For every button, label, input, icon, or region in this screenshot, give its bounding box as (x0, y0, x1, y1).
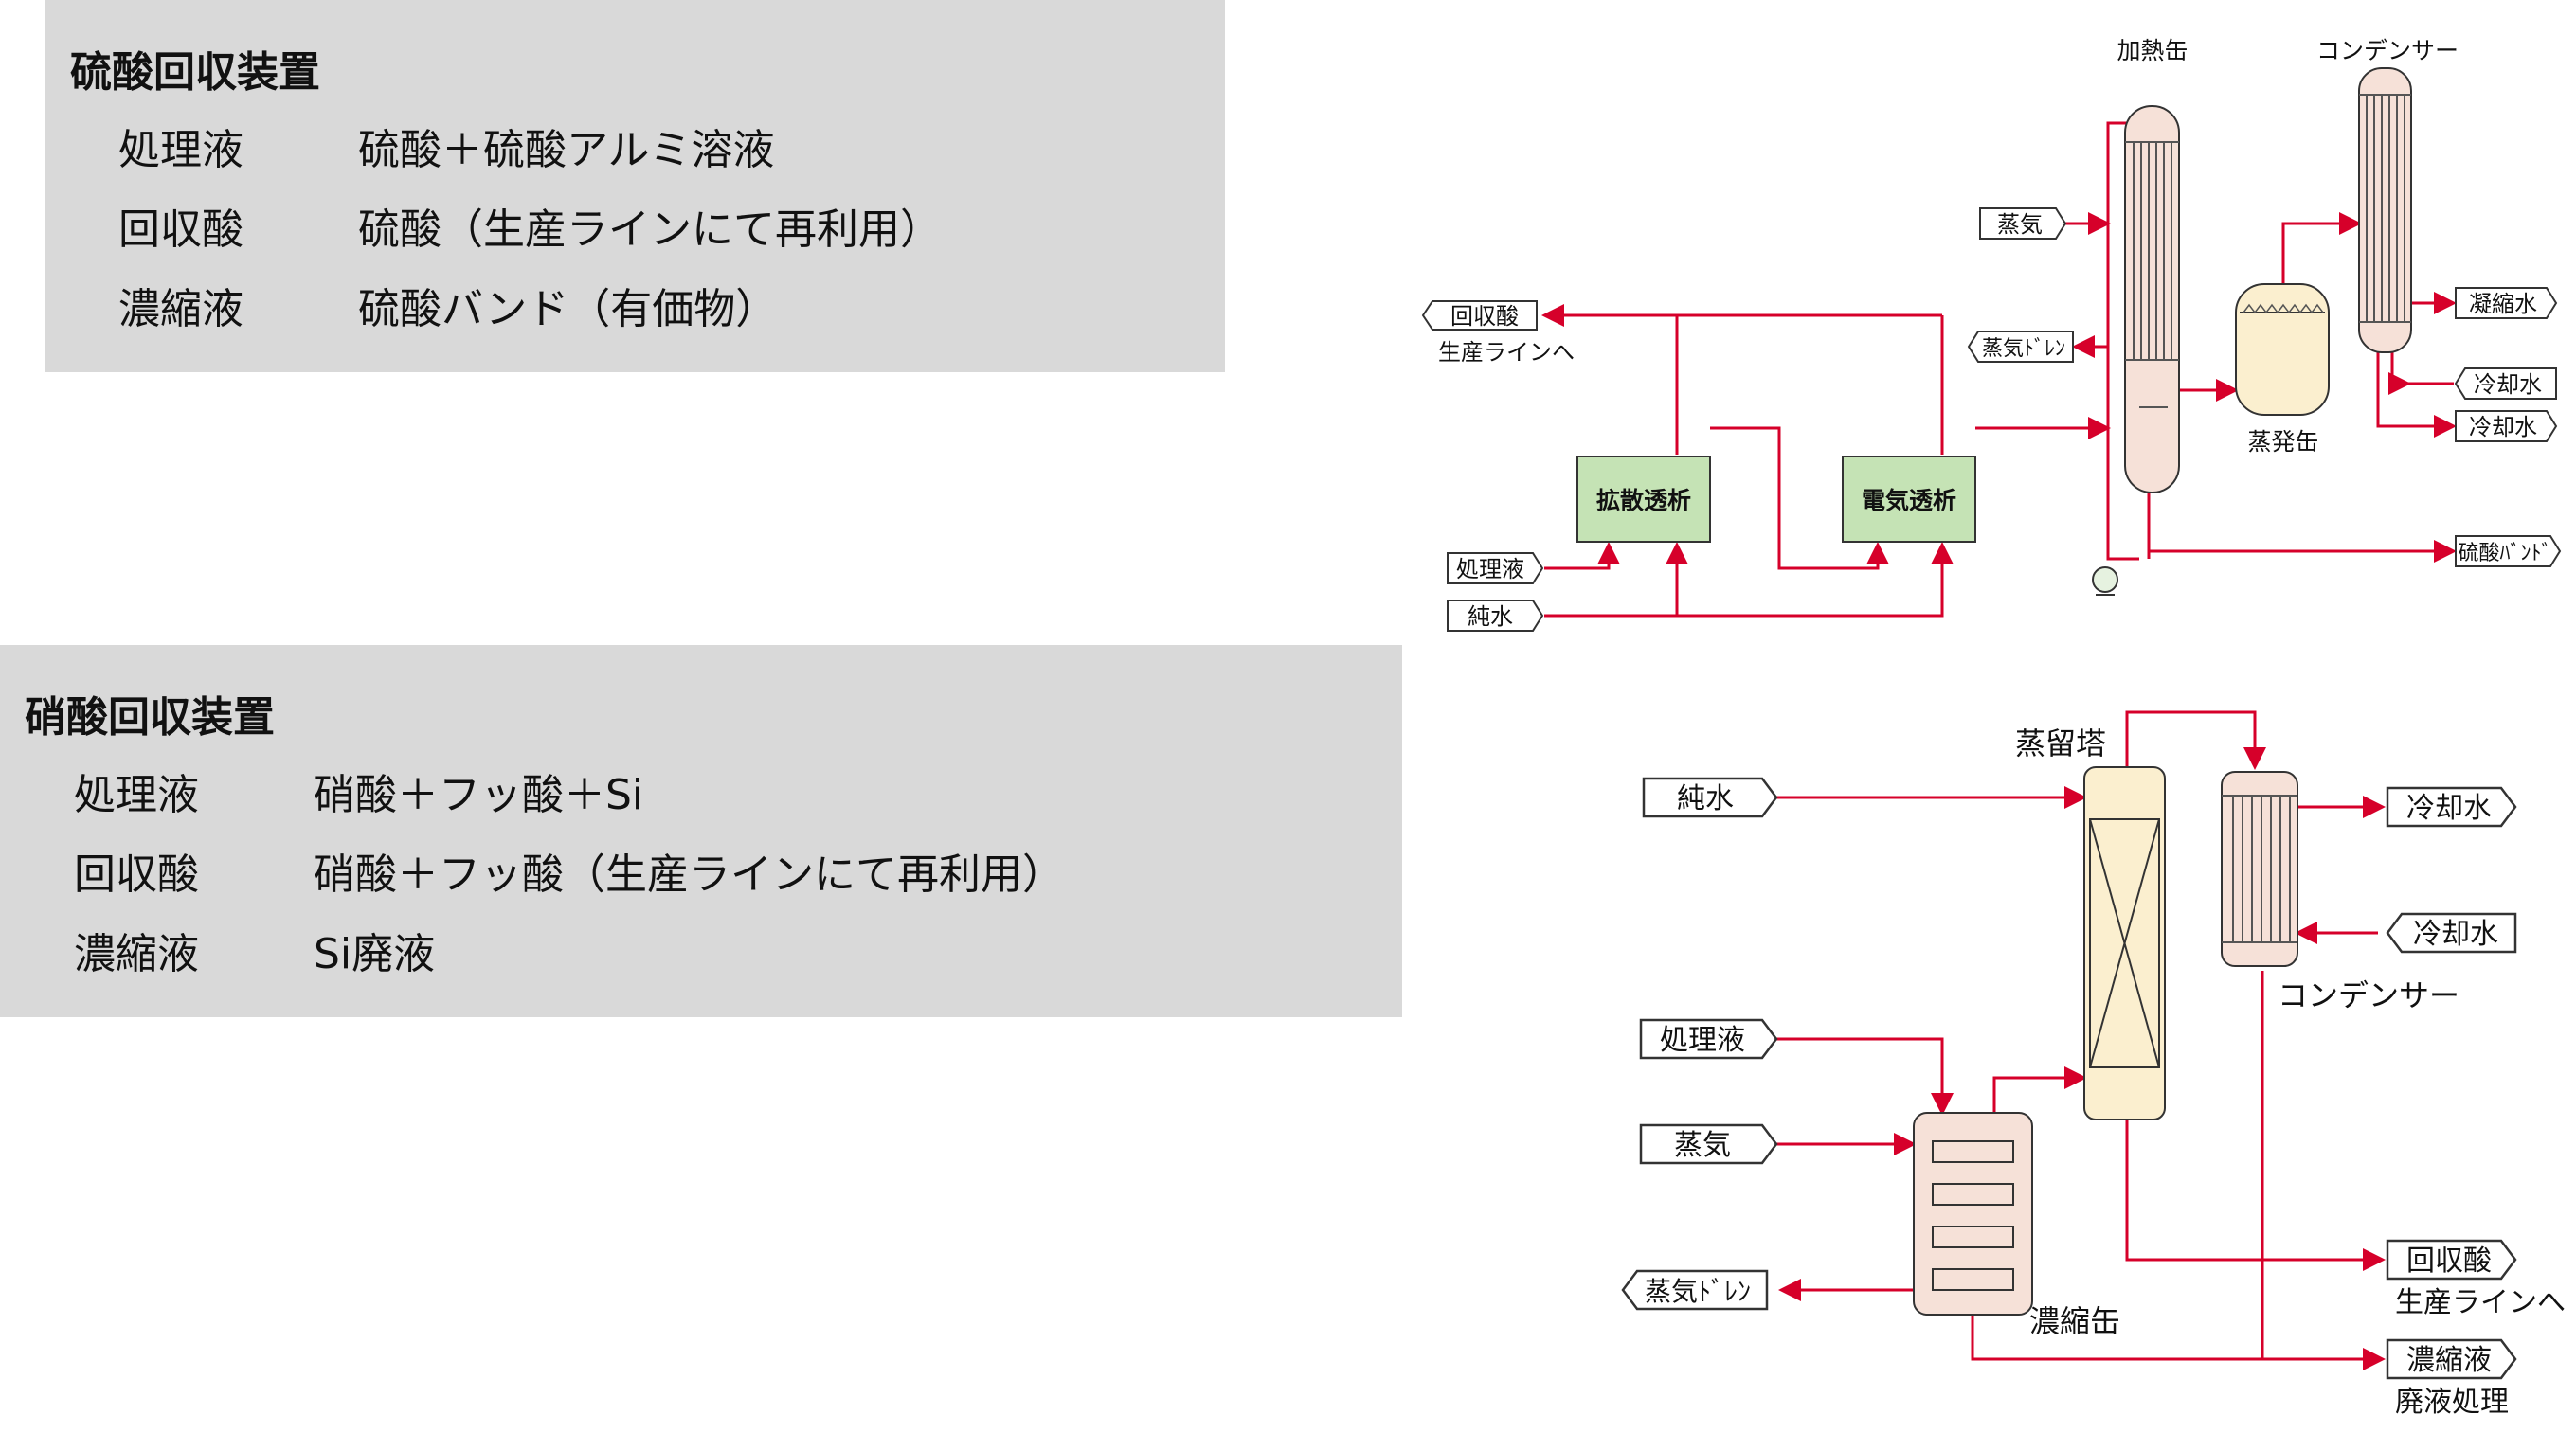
svg-text:処理液: 処理液 (1660, 1024, 1745, 1057)
pump-icon (2092, 566, 2118, 596)
row-value: 硫酸＋硫酸アルミ溶液 (358, 126, 775, 174)
row-label: 回収酸 (118, 206, 243, 254)
tag-nitric-concentrate: 濃縮液 廃液処理 (2386, 1338, 2517, 1419)
sulfuric-row-concentrate: 濃縮液 硫酸バンド（有価物） (118, 275, 777, 335)
nitric-condenser-label: コンデンサー (2278, 977, 2459, 1013)
diffusion-dialysis-unit: 拡散透析 (1576, 456, 1711, 543)
tag-sulfate-band: 硫酸ﾊﾞﾝﾄﾞ (2455, 535, 2562, 567)
svg-text:処理液: 処理液 (1456, 556, 1524, 582)
svg-text:純水: 純水 (1468, 603, 1513, 630)
tag-steam-drain: 蒸気ﾄﾞﾚﾝ (1967, 331, 2074, 363)
tag-nitric-concentrate-sub: 廃液処理 (2395, 1386, 2509, 1419)
sulfuric-row-process: 処理液 硫酸＋硫酸アルミ溶液 (118, 116, 775, 176)
row-label: 濃縮液 (118, 285, 243, 333)
nitric-row-recovered: 回収酸 硝酸＋フッ酸（生産ラインにて再利用） (74, 840, 1064, 901)
tag-pure-water: 純水 (1447, 600, 1544, 632)
nitric-condenser-vessel (2221, 771, 2298, 967)
svg-text:冷却水: 冷却水 (2406, 792, 2492, 825)
nitric-panel-title: 硝酸回収装置 (25, 693, 275, 742)
concentrator-label: 濃縮缶 (2029, 1303, 2120, 1339)
distillation-column (2083, 766, 2166, 1120)
heater-label: 加熱缶 (2117, 37, 2188, 64)
svg-text:蒸気: 蒸気 (1997, 211, 2043, 238)
tag-nitric-cooling-water-out: 冷却水 (2386, 786, 2517, 828)
tag-recovered-acid: 回収酸 生産ラインへ (1421, 300, 1575, 366)
sulfuric-row-recovered: 回収酸 硫酸（生産ラインにて再利用） (118, 195, 942, 256)
tag-process-liquid: 処理液 (1447, 552, 1544, 584)
sulfuric-acid-panel: 硫酸回収装置 処理液 硫酸＋硫酸アルミ溶液 回収酸 硫酸（生産ラインにて再利用）… (45, 0, 1225, 372)
svg-text:回収酸: 回収酸 (1450, 303, 1519, 330)
row-label: 回収酸 (74, 851, 199, 899)
tag-nitric-process-liquid: 処理液 (1639, 1018, 1778, 1060)
tag-cooling-water-in: 冷却水 (2454, 367, 2557, 400)
electrodialysis-unit: 電気透析 (1842, 456, 1976, 543)
tag-nitric-recovered-acid: 回収酸 生産ラインへ (2386, 1239, 2566, 1319)
sulfuric-flow-lines (1541, 121, 2457, 618)
tag-cooling-water-out: 冷却水 (2455, 410, 2558, 442)
svg-text:蒸気: 蒸気 (1674, 1129, 1731, 1162)
diffusion-dialysis-label: 拡散透析 (1596, 487, 1691, 514)
svg-text:純水: 純水 (1677, 782, 1734, 815)
electrodialysis-label: 電気透析 (1862, 487, 1956, 514)
sulfuric-flow-diagram: 拡散透析 電気透析 加熱缶 コンデンサー 蒸発缶 回収酸 生産ラインへ 蒸気 蒸… (1421, 37, 2562, 632)
row-label: 濃縮液 (74, 930, 199, 978)
svg-text:濃縮液: 濃縮液 (2406, 1344, 2492, 1377)
tag-nitric-recovered-acid-sub: 生産ラインへ (2395, 1286, 2566, 1319)
nitric-flow-lines (1776, 710, 2386, 1370)
svg-text:凝縮水: 凝縮水 (2469, 291, 2537, 317)
tag-condensate: 凝縮水 (2455, 287, 2558, 319)
svg-text:蒸気ﾄﾞﾚﾝ: 蒸気ﾄﾞﾚﾝ (1645, 1276, 1751, 1307)
condenser-vessel (2358, 67, 2412, 353)
condenser-label: コンデンサー (2316, 37, 2459, 64)
nitric-acid-panel: 硝酸回収装置 処理液 硝酸＋フッ酸＋Si 回収酸 硝酸＋フッ酸（生産ラインにて再… (0, 645, 1402, 1017)
nitric-flow-diagram: 蒸留塔 コンデンサー 濃縮缶 純水 冷却水 冷却水 処理液 蒸気 蒸気ﾄﾞﾚﾝ (1621, 710, 2566, 1419)
nitric-row-concentrate: 濃縮液 Si廃液 (74, 920, 435, 980)
tag-nitric-pure-water: 純水 (1642, 777, 1778, 818)
tag-nitric-steam: 蒸気 (1639, 1123, 1778, 1165)
row-value: 硝酸＋フッ酸（生産ラインにて再利用） (314, 851, 1064, 899)
svg-text:冷却水: 冷却水 (2469, 414, 2537, 440)
row-value: 硫酸（生産ラインにて再利用） (358, 206, 942, 254)
tag-nitric-steam-drain: 蒸気ﾄﾞﾚﾝ (1621, 1269, 1769, 1311)
concentrator-vessel (1913, 1112, 2033, 1316)
row-value: 硫酸バンド（有価物） (358, 285, 778, 333)
svg-text:回収酸: 回収酸 (2406, 1245, 2492, 1278)
row-value: 硝酸＋フッ酸＋Si (314, 771, 644, 819)
svg-text:蒸気ﾄﾞﾚﾝ: 蒸気ﾄﾞﾚﾝ (1982, 337, 2065, 361)
tag-nitric-cooling-water-in: 冷却水 (2386, 912, 2517, 954)
tag-steam: 蒸気 (1979, 207, 2067, 240)
svg-text:硫酸ﾊﾞﾝﾄﾞ: 硫酸ﾊﾞﾝﾄﾞ (2458, 542, 2551, 565)
sulfuric-panel-title: 硫酸回収装置 (70, 48, 320, 97)
row-label: 処理液 (74, 771, 199, 819)
evaporator-label: 蒸発缶 (2247, 428, 2318, 456)
column-label: 蒸留塔 (2015, 725, 2106, 761)
nitric-row-process: 処理液 硝酸＋フッ酸＋Si (74, 761, 643, 821)
tag-recovered-acid-sub: 生産ラインへ (1438, 339, 1575, 366)
row-value: Si廃液 (314, 930, 436, 978)
heater-vessel (2124, 105, 2180, 493)
row-label: 処理液 (118, 126, 243, 174)
evaporator-vessel (2235, 283, 2330, 416)
svg-text:冷却水: 冷却水 (2474, 371, 2542, 398)
svg-text:冷却水: 冷却水 (2413, 918, 2498, 951)
